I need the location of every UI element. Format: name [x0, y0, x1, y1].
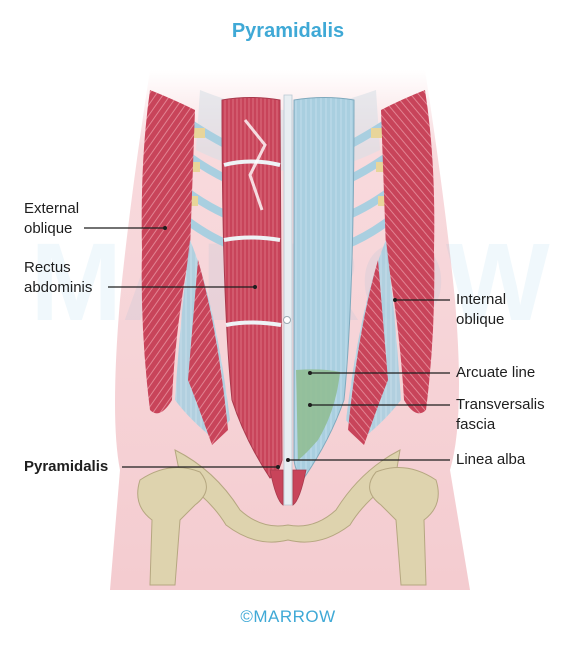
internal-oblique-muscle — [381, 90, 435, 414]
linea-alba — [283, 94, 293, 506]
left-femur — [137, 467, 207, 586]
copyright-text: ©MARROW — [240, 607, 336, 626]
rectus-abdominis-muscle — [221, 97, 283, 479]
label-pyramidalis: Pyramidalis — [24, 458, 109, 475]
right-femur — [369, 467, 439, 586]
transversalis-fascia — [296, 369, 340, 460]
label-external-oblique: External oblique — [24, 200, 80, 237]
umbilicus — [283, 316, 291, 324]
label-transversalis-fascia: Transversalis fascia — [456, 396, 545, 433]
label-arcuate-line: Arcuate line — [456, 364, 536, 381]
external-oblique-muscle — [141, 90, 195, 414]
label-rectus-abdominis: Rectus abdominis — [24, 259, 93, 296]
pyramidalis-muscle-right — [292, 469, 307, 506]
label-internal-oblique: Internal oblique — [456, 291, 507, 328]
pyramidalis-muscle-left — [269, 469, 284, 506]
leader-lines — [84, 227, 450, 468]
label-linea-alba: Linea alba — [456, 451, 526, 468]
figure-title: Pyramidalis — [231, 20, 345, 42]
